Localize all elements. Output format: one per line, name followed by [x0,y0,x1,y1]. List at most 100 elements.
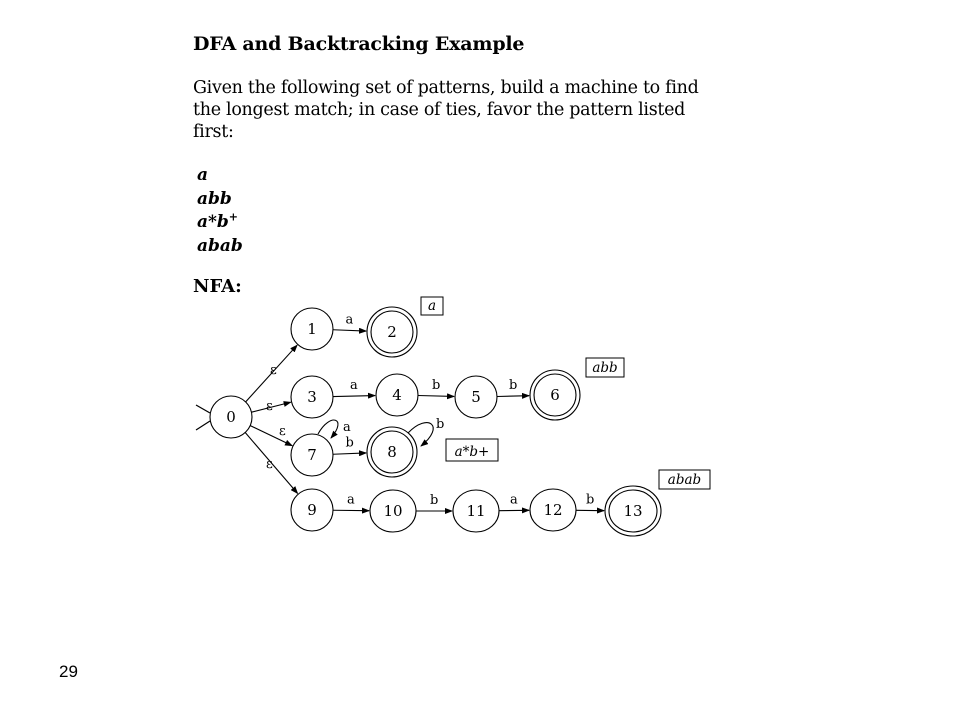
pattern-item: a*b+ [197,211,243,235]
state-label: 2 [387,323,397,341]
intro-line: Given the following set of patterns, bui… [193,78,699,98]
state-5: 5 [454,375,498,419]
state-circle [452,489,500,533]
start-arrow [195,420,211,431]
state-label: 11 [466,502,485,520]
state-label: 4 [392,386,402,404]
state-circle [608,489,658,533]
accepting-ring [366,426,418,478]
state-6: 6 [529,369,581,421]
state-circle [290,307,334,351]
intro-paragraph: Given the following set of patterns, bui… [193,77,813,143]
transition-label: b [346,436,354,451]
state-4: 4 [375,373,419,417]
state-2: 2 [366,306,418,358]
state-label: 3 [307,388,317,406]
state-circle [529,488,577,532]
pattern-item: a [197,164,243,188]
transition-0-1 [244,344,298,403]
intro-line: the longest match; in case of ties, favo… [193,100,686,120]
transition-label: a [343,420,351,435]
pattern-text: a*b [197,212,229,232]
pattern-tag: a*b+ [445,438,499,462]
state-label: 6 [550,386,560,404]
state-7: 7 [290,433,334,477]
pattern-tag-label: abab [668,472,701,488]
pattern-item: abab [197,235,243,259]
transition-label: ε [266,457,273,472]
transition-0-7 [249,424,293,447]
start-arrow [195,404,211,414]
pattern-tag: abab [658,469,711,490]
state-circle [290,375,334,419]
state-circle [290,488,334,532]
state-label: 9 [307,501,317,519]
pattern-superscript: + [228,210,239,224]
state-12: 12 [529,488,577,532]
accepting-ring [366,306,418,358]
transition-label: b [432,378,440,393]
pattern-tag: a [420,296,444,316]
state-1: 1 [290,307,334,351]
accepting-ring [604,485,662,537]
pattern-tag: abb [585,357,625,378]
transition-4-5 [417,393,456,400]
transition-label: a [350,378,358,393]
transition-7-8 [332,450,368,457]
pattern-tag-label: a*b+ [455,444,490,460]
transition-0-9 [244,431,299,495]
pattern-text: abb [197,188,232,209]
transition-label: b [509,378,517,393]
state-label: 7 [307,446,317,464]
transition-label: b [436,417,444,432]
nfa-heading: NFA: [193,276,242,297]
transition-label: ε [270,363,277,378]
transition-label: ε [279,424,286,439]
state-label: 12 [543,501,562,519]
pattern-list: a abb a*b+ abab [197,164,243,258]
state-label: 13 [623,502,642,520]
slide-number: 29 [59,662,78,681]
self-loop-8 [407,422,434,447]
state-10: 10 [369,489,417,533]
state-3: 3 [290,375,334,419]
state-label: 10 [383,502,402,520]
pattern-text: a [197,165,209,185]
state-label: 1 [307,320,317,338]
state-circle [370,310,414,354]
self-loop-7 [317,419,339,439]
transition-1-2 [332,327,368,334]
pattern-tag-label: a [428,298,436,314]
transition-label: a [347,492,355,507]
transition-5-6 [496,392,531,399]
pattern-tag-box [585,357,625,378]
pattern-text: abab [197,235,243,256]
state-label: 5 [471,388,481,406]
transition-label: a [510,493,518,508]
state-9: 9 [290,488,334,532]
pattern-tag-box [445,438,499,462]
pattern-tag-box [420,296,444,316]
state-11: 11 [452,489,500,533]
transition-label: a [346,312,354,327]
state-circle [454,375,498,419]
state-0: 0 [209,395,253,439]
state-circle [375,373,419,417]
state-8: 8 [366,426,418,478]
pattern-item: abb [197,188,243,212]
transition-3-4 [332,392,377,399]
state-circle [369,489,417,533]
state-label: 8 [387,443,397,461]
state-circle [370,430,414,474]
state-label: 0 [226,408,236,426]
transition-0-3 [251,401,292,413]
pattern-tag-box [658,469,711,490]
state-circle [290,433,334,477]
transition-label: ε [266,399,273,414]
accepting-ring [529,369,581,421]
nfa-pattern-tags: a abb a*b+ abab [420,296,711,490]
state-13: 13 [604,485,662,537]
